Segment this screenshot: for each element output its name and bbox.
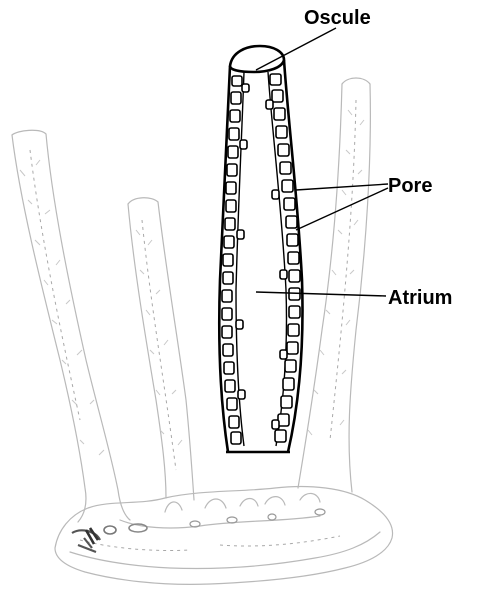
sectioned-tube (219, 46, 302, 452)
pore-label: Pore (388, 175, 432, 197)
atrium-label: Atrium (388, 287, 452, 309)
pore-leader-upper (296, 184, 388, 190)
left-tube-sketch (12, 130, 130, 522)
atrium-leader (256, 292, 386, 296)
sponge-base-sketch (55, 487, 393, 585)
right-tube-sketch (298, 78, 370, 492)
oscule-leader (256, 28, 336, 70)
right-pore-cells (266, 74, 300, 442)
oscule-label: Oscule (304, 7, 371, 29)
middle-left-tube-sketch (128, 198, 194, 500)
pore-leader-lower (296, 188, 388, 230)
